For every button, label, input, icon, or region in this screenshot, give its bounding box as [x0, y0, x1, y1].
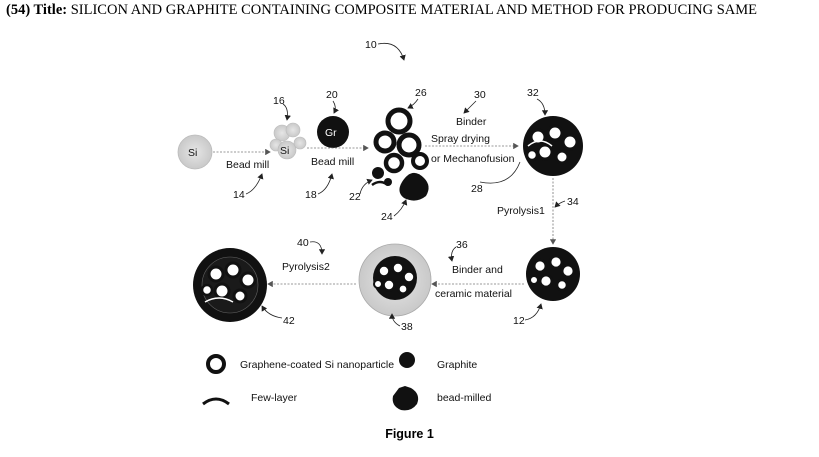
binder-label: Binder	[456, 116, 487, 128]
si-label: Si	[188, 147, 197, 159]
ref-26: 26	[415, 87, 427, 99]
few-layer-symbol	[202, 397, 230, 406]
ref-40: 40	[297, 237, 309, 249]
patent-title: (54) Title: SILICON AND GRAPHITE CONTAIN…	[6, 2, 757, 19]
gr-label: Gr	[325, 127, 337, 139]
legend: Graphene-coated Si nanoparticle Graphite…	[202, 352, 491, 411]
ref-18: 18	[305, 189, 317, 201]
title-number: (54) Title:	[6, 2, 68, 18]
ref-32: 32	[527, 87, 539, 99]
ref-16: 16	[273, 95, 285, 107]
legend-bead-milled: bead-milled	[437, 392, 491, 404]
ref-22: 22	[349, 191, 361, 203]
graphite-particle	[317, 116, 349, 148]
reference-numerals: 10 16 20 26 30 32 14 18 22 24 28 34 36 4…	[233, 39, 579, 333]
graphite-symbol	[399, 352, 415, 368]
pyrolysis1-label: Pyrolysis1	[497, 205, 545, 217]
granule-32	[523, 116, 583, 176]
si-particle	[177, 134, 213, 170]
legend-graphite: Graphite	[437, 359, 477, 371]
bead-mill-2-label: Bead mill	[311, 156, 354, 168]
ref-42: 42	[283, 315, 295, 327]
ref-10: 10	[365, 39, 377, 51]
figure-caption: Figure 1	[385, 427, 434, 441]
graphene-coated-symbol	[206, 354, 226, 374]
legend-few-layer: Few-layer	[251, 392, 298, 404]
ref-30: 30	[474, 89, 486, 101]
spray-drying-label: Spray drying	[431, 133, 490, 145]
binder-and-label: Binder and	[452, 264, 503, 276]
legend-graphene-coated: Graphene-coated Si nanoparticle	[240, 359, 394, 371]
ref-12: 12	[513, 315, 525, 327]
ref-14: 14	[233, 189, 245, 201]
bead-mill-1-label: Bead mill	[226, 159, 269, 171]
granule-12	[526, 247, 580, 301]
feedback-curve-28	[479, 161, 521, 184]
ceramic-material-label: ceramic material	[435, 288, 512, 300]
granule-38	[358, 243, 432, 317]
si-nanoparticles	[269, 122, 307, 160]
ref-34: 34	[567, 196, 579, 208]
title-text: SILICON AND GRAPHITE CONTAINING COMPOSIT…	[70, 2, 757, 18]
ref-36: 36	[456, 239, 468, 251]
mixture-cluster	[371, 107, 429, 201]
si-small-label: Si	[280, 145, 289, 157]
pyrolysis2-label: Pyrolysis2	[282, 261, 330, 273]
ref-24: 24	[381, 211, 393, 223]
ref-20: 20	[326, 89, 338, 101]
granule-42	[193, 248, 267, 322]
bead-milled-symbol	[392, 386, 419, 411]
mechanofusion-label: or Mechanofusion	[431, 153, 515, 165]
ref-28: 28	[471, 183, 483, 195]
ref-38: 38	[401, 321, 413, 333]
